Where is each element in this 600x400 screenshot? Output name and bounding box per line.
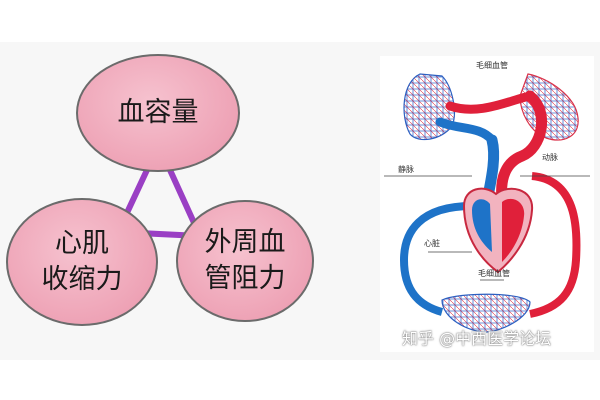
- label-heart: 心脏: [424, 238, 440, 248]
- node-contractility: 心肌 收缩力: [6, 198, 158, 326]
- label-capillary-top: 毛细血管: [476, 60, 508, 70]
- right-ventricle: [472, 199, 492, 252]
- pulmonary-trunk: [482, 134, 500, 202]
- aortic-arch: [496, 90, 548, 204]
- systemic-artery: [529, 172, 581, 318]
- circulation-illustration: 毛细血管 静脉 动脉 心脏 毛细血管: [384, 60, 590, 333]
- pulmonary-artery: [445, 91, 535, 114]
- node-resistance-line1: 外周血: [204, 227, 286, 258]
- node-blood-volume: 血容量: [76, 54, 240, 172]
- systemic-vein: [399, 202, 473, 316]
- right-lung: [519, 73, 579, 141]
- node-blood-volume-label: 血容量: [117, 97, 199, 128]
- watermark: 知乎 @中西医学论坛: [402, 329, 552, 348]
- node-peripheral-resistance: 外周血 管阻力: [176, 200, 314, 322]
- lower-capillary-bed: [441, 293, 531, 333]
- node-contractility-line1: 心肌: [55, 228, 109, 259]
- label-vein: 静脉: [398, 164, 414, 174]
- node-resistance-line2: 管阻力: [204, 263, 286, 294]
- node-contractility-line2: 收缩力: [41, 264, 123, 295]
- label-capillary-bottom: 毛细血管: [478, 268, 510, 278]
- label-artery: 动脉: [542, 152, 558, 162]
- left-ventricle: [502, 198, 525, 262]
- heart: [462, 187, 534, 274]
- circulation-figure: 毛细血管 静脉 动脉 心脏 毛细血管: [380, 56, 594, 352]
